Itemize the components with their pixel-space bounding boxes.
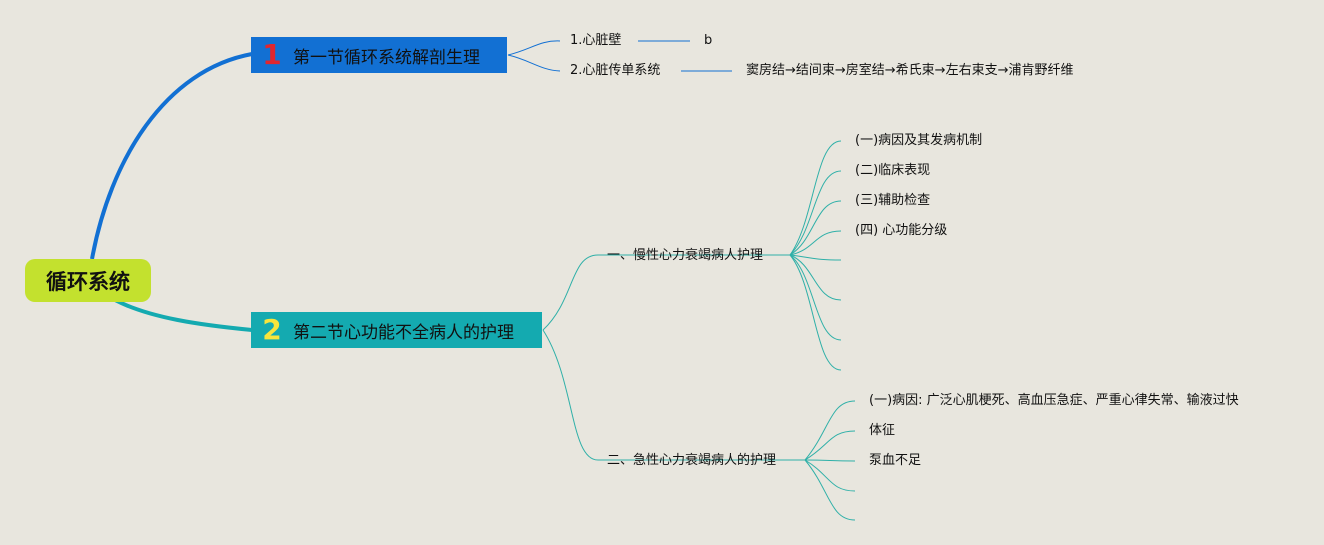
- link-acute-4: [804, 459, 856, 521]
- branch-root-section2: [114, 298, 253, 332]
- chronic-item[interactable]: (四) 心功能分级: [855, 223, 948, 238]
- chronic-item[interactable]: (三)辅助检查: [855, 193, 931, 208]
- acute-item[interactable]: 体征: [869, 423, 896, 438]
- root-node[interactable]: 循环系统: [25, 259, 151, 302]
- link-acute-0: [804, 400, 856, 461]
- link-acute-2: [804, 459, 856, 462]
- s1-item2[interactable]: 2.心脏传单系统: [570, 63, 661, 78]
- branch-root-section1: [90, 52, 253, 260]
- section2-number-icon: 2: [262, 313, 282, 346]
- section1-number-icon: 1: [262, 38, 282, 71]
- chronic-item[interactable]: (一)病因及其发病机制: [855, 133, 983, 148]
- acute-item[interactable]: (一)病因: 广泛心肌梗死、高血压急症、严重心律失常、输液过快: [869, 393, 1239, 408]
- root-label: 循环系统: [46, 269, 130, 294]
- link-s2-acute: [542, 329, 599, 461]
- link-chronic-1: [789, 170, 842, 256]
- link-chronic-0: [789, 140, 842, 256]
- link-s1-item1: [507, 40, 561, 56]
- s1-item1-detail[interactable]: b: [704, 33, 713, 48]
- link-chronic-3: [789, 230, 842, 256]
- link-chronic-5: [789, 254, 842, 301]
- link-chronic-2: [789, 200, 842, 256]
- link-s1-item2: [507, 54, 561, 72]
- section2-title: 第二节心功能不全病人的护理: [293, 322, 514, 343]
- link-acute-3: [804, 459, 856, 492]
- chronic-branch-label[interactable]: 一、慢性心力衰竭病人护理: [607, 248, 764, 263]
- s1-item1[interactable]: 1.心脏壁: [570, 33, 622, 48]
- link-acute-1: [804, 430, 856, 461]
- acute-branch-label[interactable]: 二、急性心力衰竭病人的护理: [607, 453, 777, 468]
- section1-node[interactable]: 1 第一节循环系统解剖生理: [251, 37, 507, 73]
- section2-node[interactable]: 2 第二节心功能不全病人的护理: [251, 312, 542, 348]
- link-chronic-4: [789, 254, 842, 261]
- link-chronic-7: [789, 254, 842, 371]
- acute-item[interactable]: 泵血不足: [869, 453, 922, 468]
- s1-item2-detail[interactable]: 窦房结→结间束→房室结→希氏束→左右束支→浦肯野纤维: [746, 63, 1074, 78]
- link-s2-chronic: [542, 254, 599, 331]
- chronic-item[interactable]: (二)临床表现: [855, 163, 931, 178]
- link-chronic-6: [789, 254, 842, 341]
- section1-title: 第一节循环系统解剖生理: [293, 47, 480, 68]
